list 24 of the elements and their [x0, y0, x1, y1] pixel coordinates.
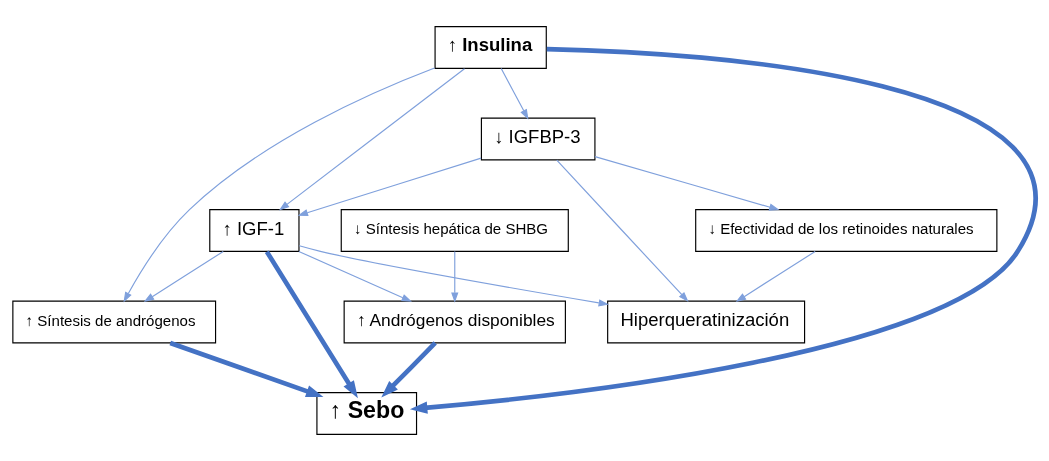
- node-box: Hiperqueratinización: [607, 300, 806, 344]
- arrow: [556, 159, 689, 302]
- node-box: ↓ Efectividad de los retinoides naturales: [695, 209, 998, 252]
- arrow: [500, 67, 529, 120]
- node-box: ↑ Síntesis de andrógenos: [12, 300, 217, 344]
- arrow: [143, 250, 224, 303]
- arrow: [735, 250, 816, 303]
- arrow: [594, 156, 780, 211]
- node-box: ↑ Sebo: [316, 392, 418, 435]
- arrow: [297, 157, 482, 217]
- node-box: ↑ Insulina: [434, 26, 547, 69]
- node-box: ↑ IGF-1: [209, 209, 300, 252]
- node-box: ↑ Andrógenos disponibles: [343, 300, 566, 344]
- arrow: [298, 250, 413, 302]
- arrow: [298, 245, 610, 307]
- arrow: [278, 68, 466, 211]
- arrow: [409, 46, 1037, 414]
- node-box: ↓ Síntesis hepática de SHBG: [340, 209, 569, 252]
- arrow: [451, 250, 459, 303]
- arrow: [123, 67, 436, 303]
- arrow: [381, 341, 437, 398]
- arrow: [169, 340, 324, 398]
- node-box: ↓ IGFBP-3: [480, 117, 596, 161]
- arrow: [264, 250, 358, 399]
